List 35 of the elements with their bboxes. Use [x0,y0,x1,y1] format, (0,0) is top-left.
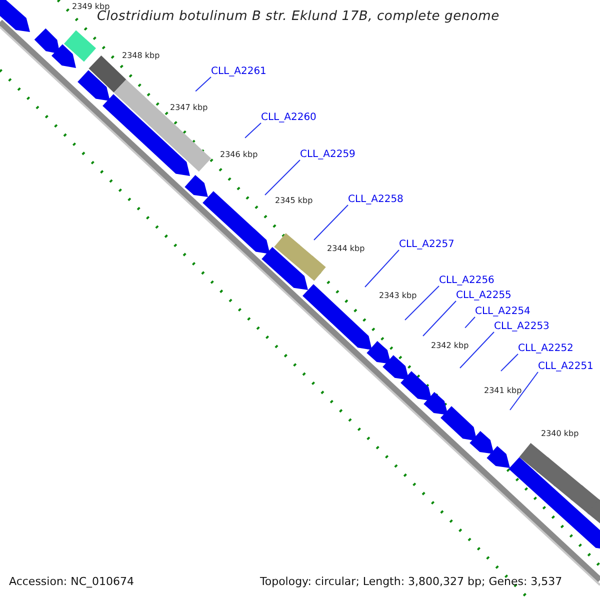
leader-line [195,76,212,92]
scale-label: 2347 kbp [170,104,208,112]
leader-line [404,286,440,320]
gene-label: CLL_A2255 [456,291,512,301]
leader-line [500,354,518,372]
gene-label: CLL_A2257 [399,240,454,250]
scale-label: 2346 kbp [220,151,258,159]
scale-label: 2341 kbp [484,387,522,395]
scale-label: 2344 kbp [327,245,365,253]
scale-label: 2349 kbp [72,3,110,11]
scale-label: 2348 kbp [122,52,160,60]
gene-label: CLL_A2251 [538,362,594,372]
leader-line [510,372,538,410]
gene-label: CLL_A2254 [475,307,530,317]
leader-line [244,122,262,138]
leader-line [460,332,494,368]
gene-label: CLL_A2259 [300,150,356,160]
leader-line [422,300,456,336]
gene-label: CLL_A2256 [439,276,494,286]
gene-label: CLL_A2253 [494,322,550,332]
scale-label: 2342 kbp [431,342,469,350]
scale-label: 2345 kbp [275,197,313,205]
gene-label: CLL_A2252 [518,344,574,354]
gene-label: CLL_A2260 [261,113,316,123]
leader-line [364,250,400,288]
leader-line [314,204,348,240]
footer-text: Accession: NC_010674 [9,576,134,587]
gene-label: CLL_A2258 [348,195,404,205]
footer-text: Topology: circular; Length: 3,800,327 bp; Genes: 3,537 [260,576,562,587]
gene-label: CLL_A2261 [211,67,266,77]
title: Clostridium botulinum B str. Eklund 17B, complete genome [97,10,500,23]
scale-label: 2343 kbp [379,292,417,300]
scale-label: 2340 kbp [541,430,579,438]
leader-line [264,160,300,196]
leader-line [464,316,476,328]
